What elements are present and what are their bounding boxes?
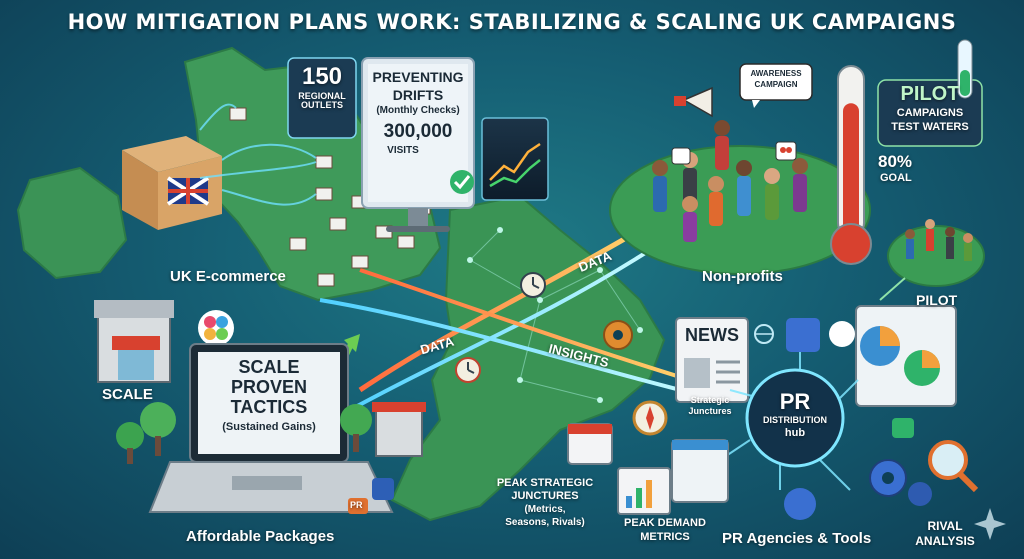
- monitor-line3: (Monthly Checks): [376, 105, 460, 116]
- pilot-people: [905, 219, 973, 261]
- data-flow-orange-bottom: [359, 268, 691, 382]
- pr-tag-badge: [348, 498, 368, 514]
- outlets-text: REGIONAL OUTLETS: [298, 91, 346, 111]
- small-shop-icon: [372, 402, 426, 457]
- nonprofits-label: Non-profits: [702, 268, 783, 285]
- delivery-arrows: [199, 103, 317, 206]
- browser-window-icon: [671, 439, 729, 503]
- calendar-icon: [567, 423, 613, 465]
- outlets-card: [287, 57, 357, 139]
- data-flow-cyan-bottom: [319, 298, 701, 397]
- facebook-icon: [372, 478, 394, 500]
- share-icon: [829, 321, 855, 347]
- thumbs-up-bubble: [671, 147, 691, 165]
- line-chart-screen: [481, 117, 549, 201]
- laptop: [148, 343, 394, 513]
- megaphone-icon: [674, 86, 713, 118]
- data-flow-cyan-top: [349, 248, 652, 412]
- hub-line2: hub: [784, 427, 806, 439]
- demand-chart-board: [617, 467, 671, 515]
- awareness-line2: CAMPAIGN: [754, 80, 798, 89]
- goal-value: 80%: [878, 152, 913, 171]
- packages-label: Affordable Packages: [186, 528, 335, 545]
- news-label: NEWS: [685, 325, 739, 345]
- compass-icon: [632, 400, 668, 436]
- monitor-visits: 300,000: [383, 121, 453, 142]
- uk-map-ireland: [16, 166, 128, 280]
- page-title: HOW MITIGATION PLANS WORK: STABILIZING &…: [67, 10, 957, 34]
- shop-icon: [94, 300, 174, 383]
- peak-line1: PEAK STRATEGIC: [496, 477, 594, 489]
- check-icon: [450, 170, 474, 194]
- magnifier-icon: [928, 440, 979, 493]
- agencies-label: PR Agencies & Tools: [722, 530, 872, 547]
- demand-line1: PEAK DEMAND: [624, 517, 706, 529]
- outlets-count: 150: [301, 63, 343, 90]
- pilot-card-line2: TEST WATERS: [891, 121, 969, 133]
- stopwatch-icon-top: [520, 272, 546, 298]
- laptop-line1: SCALE: [238, 357, 300, 377]
- newspaper-icon: [675, 317, 749, 403]
- tree-icons: [116, 402, 372, 464]
- pr-tag-text: PR: [350, 500, 363, 510]
- globe-icon: [754, 324, 774, 344]
- share-node-icon: [784, 488, 816, 520]
- monitor-visits-label: VISITS: [387, 145, 419, 156]
- people-group: [652, 120, 808, 242]
- laptop-line3: TACTICS: [230, 397, 308, 417]
- pilot-card-title: PILOT: [900, 83, 960, 105]
- rival-line1: RIVAL: [927, 519, 963, 533]
- laptop-line2: PROVEN: [230, 377, 308, 397]
- uk-map-south: [390, 194, 666, 522]
- pilot-arrow: [879, 277, 906, 301]
- pilot-card: [877, 79, 983, 147]
- drift-monitor: [361, 57, 475, 232]
- heart-bubble: [775, 141, 797, 161]
- hub-connectors: [719, 352, 859, 491]
- hub-line1: DISTRIBUTION: [763, 415, 827, 425]
- test-tube-icon: [957, 39, 973, 99]
- awareness-line1: AWARENESS: [750, 69, 802, 78]
- rival-line2: ANALYSIS: [915, 534, 975, 548]
- pinwheel-logo-icon: [198, 310, 234, 346]
- demand-line2: METRICS: [640, 531, 690, 543]
- parcel-box-icon: [122, 136, 222, 230]
- pr-hub-circle: [745, 368, 845, 468]
- peak-line2: JUNCTURES: [511, 490, 579, 502]
- strategic-line2: Junctures: [688, 406, 732, 416]
- network-nodes: [467, 227, 643, 403]
- awareness-bubble: [739, 63, 813, 108]
- scale-label: SCALE: [102, 386, 153, 403]
- gear-icon-mid: [603, 320, 633, 350]
- ecommerce-label: UK E-commerce: [170, 268, 286, 285]
- peak-line3: (Metrics,: [524, 504, 566, 515]
- like-icon: [786, 318, 820, 352]
- pilot-label: PILOT: [916, 292, 958, 308]
- laptop-line4: (Sustained Gains): [222, 421, 316, 433]
- monitor-line1: PREVENTING: [372, 69, 464, 85]
- pie-chart-screen: [855, 305, 957, 407]
- goal-label: GOAL: [880, 172, 912, 184]
- hub-title: PR: [779, 389, 811, 414]
- stopwatch-icon-mid: [455, 357, 481, 383]
- sparkle-icon: [974, 508, 1006, 540]
- monitor-line2: DRIFTS: [392, 87, 444, 103]
- strategic-line1: Strategic: [690, 395, 730, 405]
- checklist-icon: [892, 418, 914, 438]
- gears-icon: [869, 459, 932, 506]
- pilot-card-line1: CAMPAIGNS: [896, 107, 964, 119]
- peak-line4: Seasons, Rivals): [505, 517, 585, 528]
- thermometer-goal: [830, 65, 872, 265]
